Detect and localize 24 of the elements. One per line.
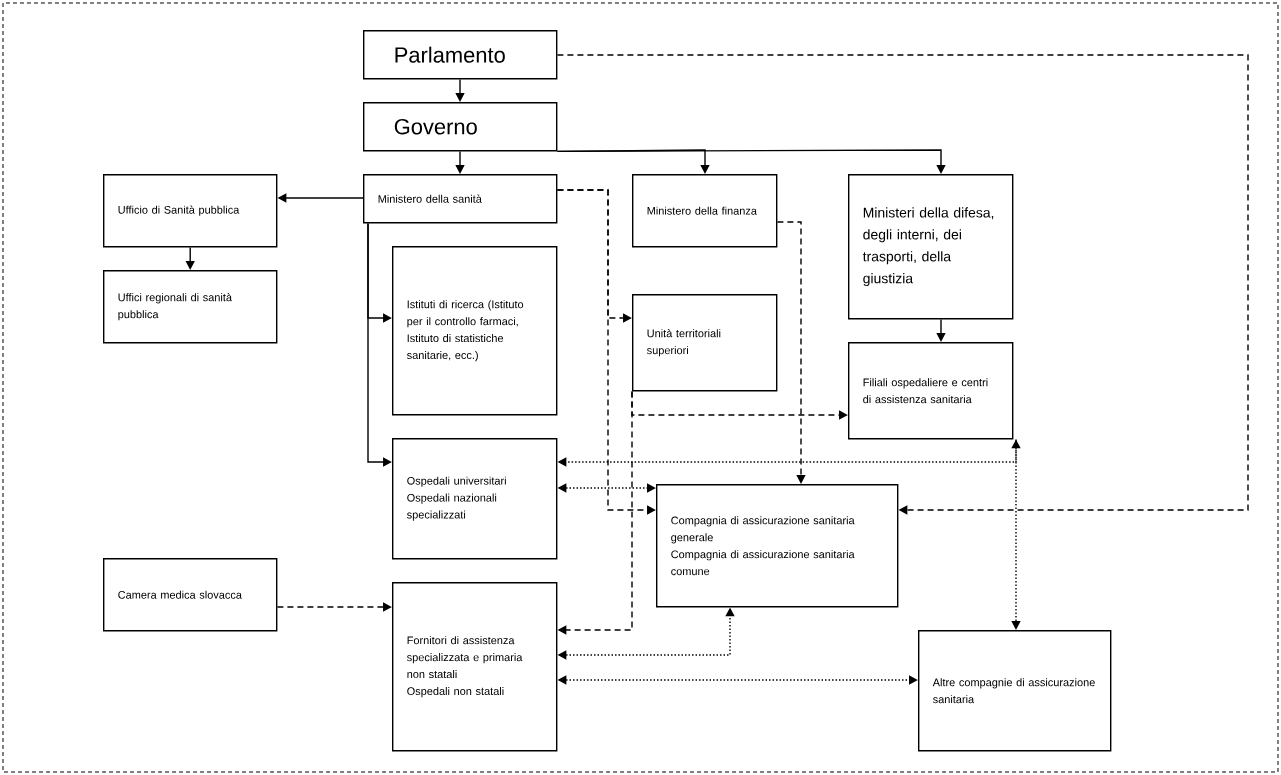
box: Istituti di ricerca (Istituto per il controllo farmaci, Istituto di statistiche sanitarie, ecc.) (392, 246, 558, 416)
box: Ministero della sanità (363, 174, 558, 224)
box: Ministero della finanza (632, 174, 778, 248)
box: Fornitori di assistenza specializzata e primaria non statali Ospedali non statali (392, 582, 558, 752)
arrow (936, 318, 946, 342)
arrow (455, 78, 465, 102)
box: Parlamento (363, 30, 558, 80)
box: Unità territoriali superiori (632, 294, 778, 392)
box: Ospedali universitari Ospedali nazionali specializzati (392, 438, 558, 560)
box: Filiali ospedaliere e centri di assistenza sanitaria (848, 342, 1014, 440)
arrow (367, 222, 392, 467)
arrow (276, 602, 392, 612)
box: Camera medica slovacca (103, 558, 278, 632)
arrow (556, 149, 946, 174)
arrow (455, 150, 465, 174)
arrow (776, 221, 806, 484)
box: Altre compagnie di assicurazione sanitaria (918, 630, 1112, 752)
box: Compagnia di assicurazione sanitaria generale Compagnia di assicurazione sanitaria comune (656, 484, 899, 608)
box: Ministeri della difesa, degli interni, dei trasporti, della giustizia (848, 174, 1014, 320)
arrow (556, 189, 656, 515)
box: Ufficio di Sanità pubblica (103, 174, 278, 248)
box: Governo (363, 102, 558, 152)
arrow (556, 54, 1249, 515)
box: Uffici regionali di sanità pubblica (103, 270, 278, 344)
